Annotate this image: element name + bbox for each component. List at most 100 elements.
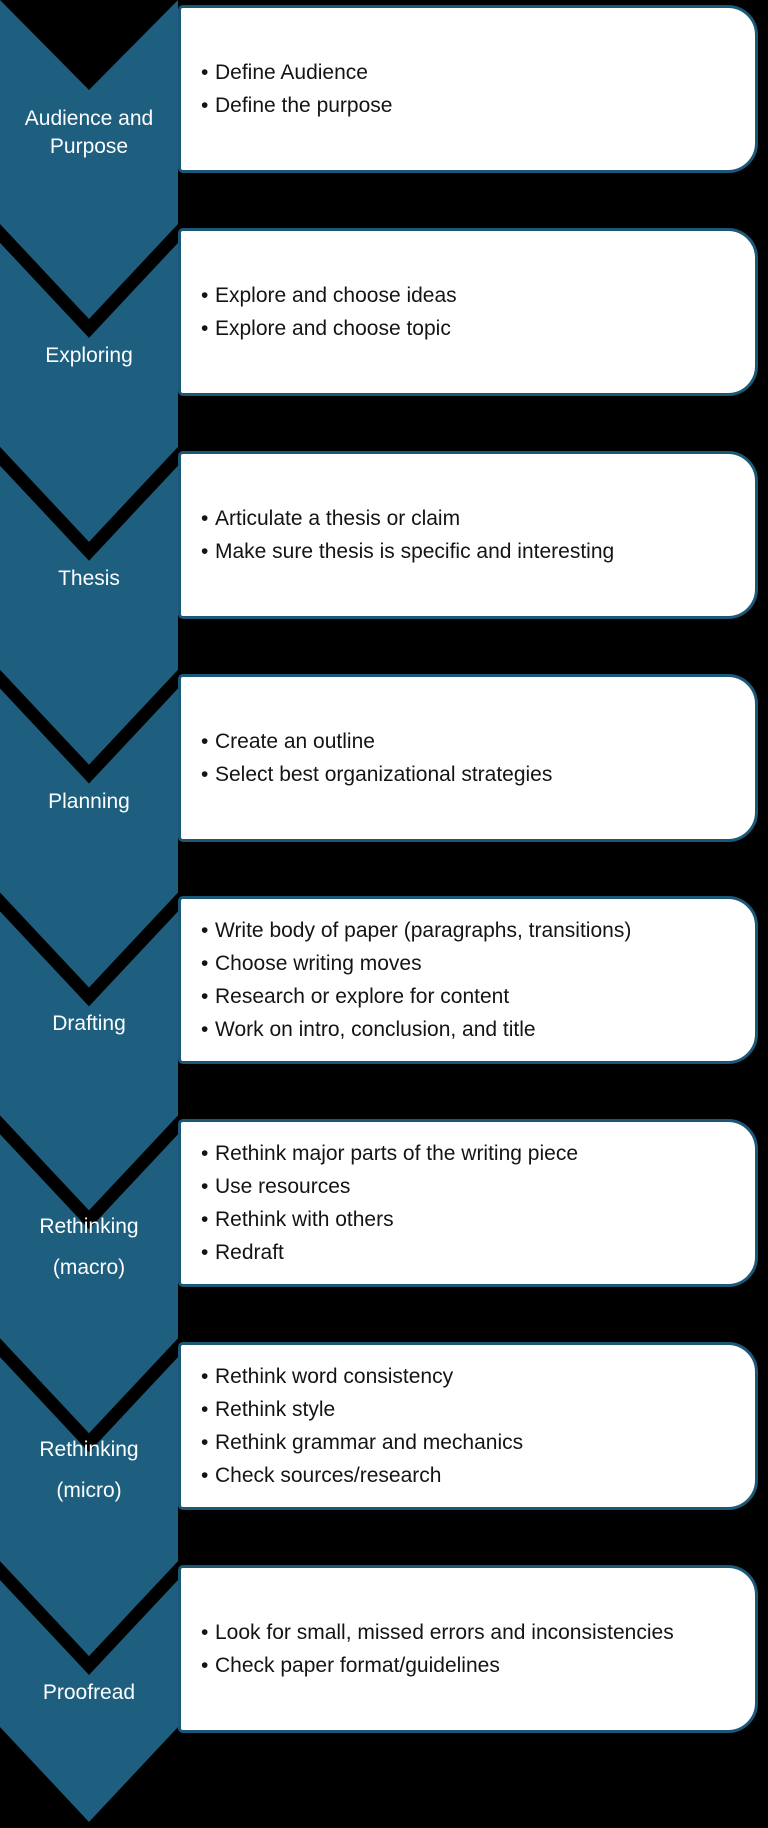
bullet-item: •Rethink grammar and mechanics <box>201 1426 710 1459</box>
bullet-item: •Rethink with others <box>201 1203 710 1236</box>
bullet-marker-icon: • <box>201 1208 209 1232</box>
bullet-text: Rethink style <box>215 1398 336 1422</box>
bullet-marker-icon: • <box>201 1431 209 1455</box>
bullet-item: •Select best organizational strategies <box>201 758 710 791</box>
step-label-4: Planning <box>0 745 178 859</box>
bullet-item: •Rethink major parts of the writing piec… <box>201 1137 710 1170</box>
step-box-4: •Create an outline•Select best organizat… <box>178 673 758 842</box>
bullet-item: •Articulate a thesis or claim <box>201 502 710 535</box>
chevron-step-5 <box>0 911 178 1211</box>
bullet-text: Write body of paper (paragraphs, transit… <box>215 919 632 943</box>
bullet-text: Rethink with others <box>215 1208 394 1232</box>
bullet-text: Define Audience <box>215 61 368 84</box>
chevron-step-2 <box>0 242 178 542</box>
bullet-text: Explore and choose topic <box>215 316 451 340</box>
bullet-item: •Rethink word consistency <box>201 1360 710 1393</box>
bullet-item: •Create an outline <box>201 725 710 758</box>
bullet-item: •Choose writing moves <box>201 947 710 980</box>
bullet-item: •Define the purpose <box>201 89 710 122</box>
bullet-marker-icon: • <box>201 1018 209 1042</box>
bullet-text: Rethink major parts of the writing piece <box>215 1142 578 1166</box>
bullet-marker-icon: • <box>201 61 209 84</box>
bullet-text: Explore and choose ideas <box>215 283 457 307</box>
step-box-8: •Look for small, missed errors and incon… <box>178 1564 758 1733</box>
bullet-item: •Rethink style <box>201 1393 710 1426</box>
step-label-line: (micro) <box>56 1478 122 1502</box>
bullet-item: •Explore and choose topic <box>201 312 710 345</box>
bullet-marker-icon: • <box>201 506 209 530</box>
bullet-marker-icon: • <box>201 919 209 943</box>
bullet-marker-icon: • <box>201 762 209 786</box>
bullet-text: Work on intro, conclusion, and title <box>215 1018 536 1042</box>
bullet-text: Check sources/research <box>215 1464 442 1488</box>
bullet-marker-icon: • <box>201 1365 209 1389</box>
step-label-line: Exploring <box>45 343 133 367</box>
bullet-text: Research or explore for content <box>215 985 510 1009</box>
bullet-item: •Redraft <box>201 1236 710 1269</box>
bullet-marker-icon: • <box>201 985 209 1009</box>
bullet-marker-icon: • <box>201 539 209 563</box>
chevron-step-4 <box>0 688 178 988</box>
bullet-marker-icon: • <box>201 283 209 307</box>
bullet-marker-icon: • <box>201 94 209 117</box>
step-label-line: Rethinking <box>39 1214 139 1238</box>
bullet-marker-icon: • <box>201 1653 209 1677</box>
step-box-3: •Articulate a thesis or claim•Make sure … <box>178 450 758 619</box>
bullet-item: •Make sure thesis is specific and intere… <box>201 535 710 568</box>
bullet-item: •Use resources <box>201 1170 710 1203</box>
bullet-item: •Look for small, missed errors and incon… <box>201 1616 710 1649</box>
bullet-text: Choose writing moves <box>215 952 422 976</box>
bullet-marker-icon: • <box>201 952 209 976</box>
step-label-line: Drafting <box>52 1012 126 1036</box>
step-box-6: •Rethink major parts of the writing piec… <box>178 1119 758 1288</box>
bullet-marker-icon: • <box>201 1142 209 1166</box>
step-label-line: Rethinking <box>39 1437 139 1461</box>
chevron-step-3 <box>0 465 178 765</box>
bullet-text: Make sure thesis is specific and interes… <box>215 539 615 563</box>
step-box-5: •Write body of paper (paragraphs, transi… <box>178 896 758 1065</box>
step-box-2: •Explore and choose ideas•Explore and ch… <box>178 227 758 396</box>
bullet-text: Select best organizational strategies <box>215 762 553 786</box>
bullet-text: Check paper format/guidelines <box>215 1653 500 1677</box>
bullet-marker-icon: • <box>201 316 209 340</box>
step-label-line: Audience and <box>24 107 154 130</box>
bullet-marker-icon: • <box>201 729 209 753</box>
bullet-text: Rethink grammar and mechanics <box>215 1431 524 1455</box>
bullet-item: •Work on intro, conclusion, and title <box>201 1013 710 1046</box>
bullet-marker-icon: • <box>201 1398 209 1422</box>
step-box-1: • Define Audience •Define the purpose <box>178 5 758 173</box>
bullet-item: • Define Audience <box>201 56 710 89</box>
step-label-3: Thesis <box>0 522 178 636</box>
bullet-item: •Check paper format/guidelines <box>201 1649 710 1682</box>
chevron-step-1 <box>0 0 178 319</box>
step-label-2: Exploring <box>0 299 178 413</box>
bullet-marker-icon: • <box>201 1241 209 1265</box>
step-label-line: Thesis <box>58 566 120 590</box>
step-label-5: Drafting <box>0 967 178 1081</box>
bullet-text: Use resources <box>215 1175 351 1199</box>
bullet-marker-icon: • <box>201 1175 209 1199</box>
bullet-text: Look for small, missed errors and incons… <box>215 1620 674 1644</box>
bullet-marker-icon: • <box>201 1464 209 1488</box>
bullet-item: •Write body of paper (paragraphs, transi… <box>201 914 710 947</box>
bullet-text: Rethink word consistency <box>215 1365 454 1389</box>
step-label-line: Planning <box>48 789 130 813</box>
chevron-step-8 <box>0 1579 178 1822</box>
bullet-text: Create an outline <box>215 729 375 753</box>
step-label-6: Rethinking (macro) <box>0 1190 178 1304</box>
bullet-marker-icon: • <box>201 1620 209 1644</box>
step-label-8: Proofread <box>0 1636 178 1750</box>
step-box-7: •Rethink word consistency•Rethink style•… <box>178 1342 758 1511</box>
bullet-item: •Research or explore for content <box>201 980 710 1013</box>
step-label-line: Proofread <box>42 1680 136 1704</box>
chevron-step-6 <box>0 1134 178 1434</box>
step-label-line: (macro) <box>52 1255 126 1279</box>
step-label-7: Rethinking (micro) <box>0 1413 178 1527</box>
bullet-item: •Explore and choose ideas <box>201 279 710 312</box>
bullet-text: Articulate a thesis or claim <box>215 506 461 530</box>
bullet-text: Redraft <box>215 1241 284 1265</box>
step-label-line: Purpose <box>49 135 129 158</box>
